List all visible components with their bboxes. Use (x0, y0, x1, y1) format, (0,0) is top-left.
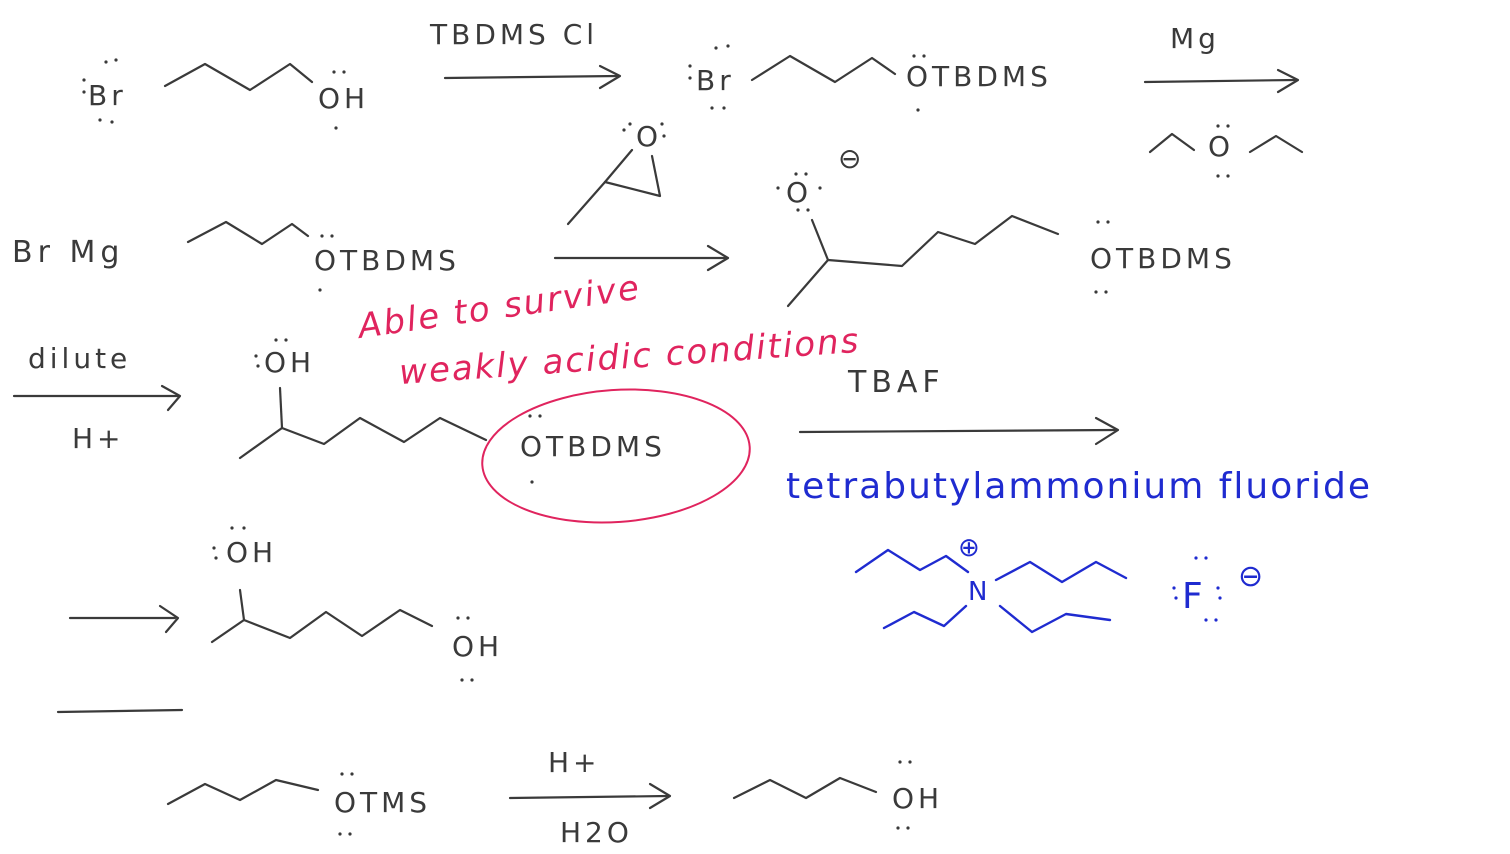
chain-5c (280, 416, 488, 446)
reagent-water: H2O (560, 816, 633, 849)
fluoride-label: F (1182, 576, 1205, 617)
tms-ether: OTMS (166, 772, 431, 836)
chain-5c (826, 214, 1060, 268)
row1-arrow1: TBDMS Cl (429, 18, 622, 90)
hydroxyl-label: OH (452, 630, 503, 663)
tbaf-arrow: TBAF (798, 365, 1120, 446)
ether-solvent (1148, 132, 1196, 154)
chain-3c (166, 778, 320, 806)
chain-5c (242, 608, 434, 640)
negative-charge: ⊖ (838, 142, 865, 175)
bromine-label: Br (88, 79, 127, 112)
otbdms-label: OTBDMS (906, 60, 1052, 93)
reagent-mg: Mg (1170, 22, 1220, 55)
reagent-tbdmscl: TBDMS Cl (429, 18, 598, 51)
chain-3c (186, 220, 310, 246)
ammonium-nitrogen: N (968, 577, 989, 607)
alkoxide-oxygen: O (786, 176, 812, 209)
row2-grignard: Br Mg OTBDMS (12, 220, 460, 292)
hydroxyl-label: OH (318, 82, 369, 115)
positive-charge: ⊕ (958, 533, 982, 563)
ether-oxygen: O (1208, 130, 1234, 163)
row1-product: Br OTBDMS (688, 44, 1052, 112)
row4-arrow (68, 604, 180, 634)
reagent-tbaf: TBAF (847, 365, 945, 400)
otms-label: OTMS (334, 786, 431, 819)
row2-arrow (553, 244, 730, 272)
hydroxyl-label: OH (892, 782, 943, 815)
row5-arrow: H+ H2O (508, 746, 672, 849)
reagent-dilute: dilute (28, 342, 131, 375)
reagent-proton: H+ (72, 422, 125, 455)
grignard-label: Br Mg (12, 235, 124, 270)
chain-3c (163, 62, 314, 92)
hydroxyl-label: OH (264, 346, 315, 379)
epoxide-oxygen: O (636, 120, 662, 153)
alcohol-product: OH (732, 760, 943, 830)
row3-arrow: dilute H+ (12, 342, 182, 455)
row1-arrow2: Mg O (1143, 22, 1304, 178)
protected-alcohol: OH OTBDMS (238, 338, 751, 524)
chain-3c (732, 776, 878, 800)
alkoxide-product: O ⊖ OTBDMS (776, 142, 1236, 308)
bromine-label: Br (696, 64, 735, 97)
tbaf-full-name: tetrabutylammonium fluoride (786, 466, 1372, 507)
reagent-proton: H+ (548, 746, 601, 779)
chain-3c (750, 54, 897, 84)
otbdms-label: OTBDMS (1090, 242, 1236, 275)
row1-reactant: Br OH (82, 58, 369, 130)
protecting-group-highlight (481, 388, 751, 524)
red-annotation: Able to survive weakly acidic conditions (354, 268, 862, 393)
tetrabutylammonium-fluoride: N ⊕ F ⊖ (854, 533, 1265, 634)
diol-product: OH OH (210, 526, 503, 682)
otbdms-label: OTBDMS (314, 244, 460, 277)
hydroxyl-label: OH (226, 536, 277, 569)
annotation-line1: Able to survive (354, 268, 644, 348)
negative-charge: ⊖ (1238, 559, 1265, 594)
divider-line (56, 708, 184, 714)
otbdms-label: OTBDMS (520, 430, 666, 463)
epoxide: O (566, 120, 666, 226)
